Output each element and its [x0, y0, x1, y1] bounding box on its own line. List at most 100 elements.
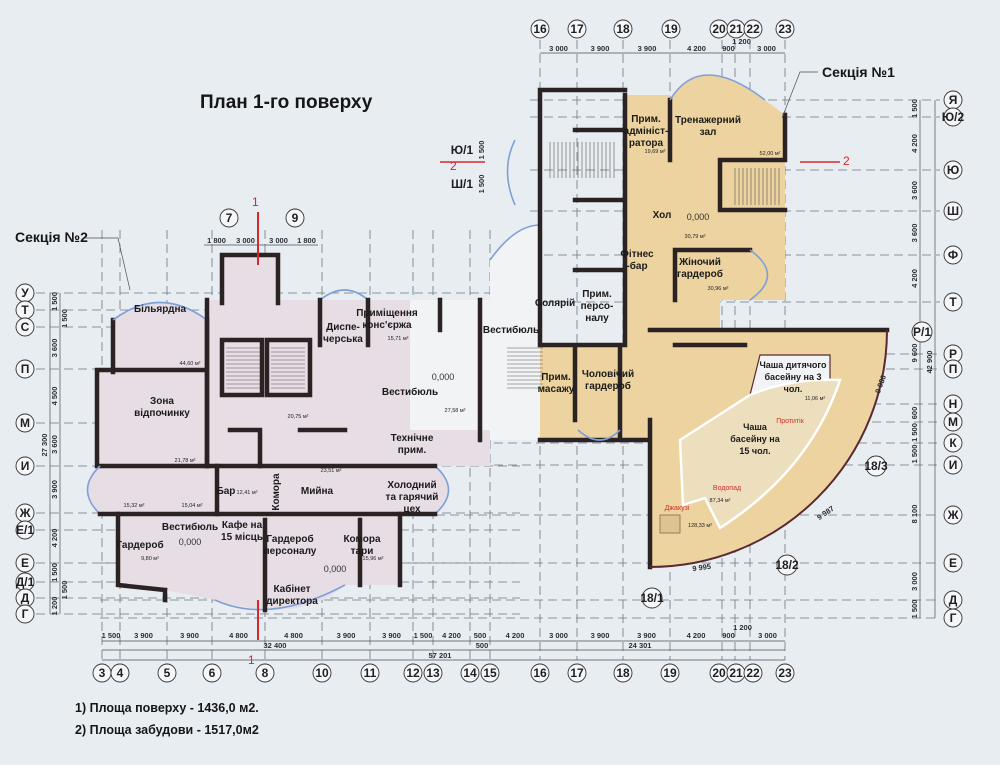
- dimension-value: 4 200: [506, 631, 525, 640]
- room-label: персоналу: [264, 546, 317, 557]
- room-label: Прим.: [541, 372, 571, 383]
- room-label: басейну на 3: [765, 372, 822, 382]
- axis-bubble: [911, 321, 933, 343]
- arc-dimension: 9 987: [815, 504, 836, 522]
- axis-bubble: [661, 19, 681, 39]
- dimension-value: 1 500: [50, 292, 59, 311]
- room-label: Більярдна: [134, 304, 187, 315]
- dimension-value: 1 500: [50, 563, 59, 582]
- floor-level: 0,000: [179, 537, 202, 547]
- axis-label-column: 10: [315, 666, 329, 680]
- plan-title: План 1-го поверху: [200, 92, 373, 113]
- dimension-value: 1 800: [207, 236, 226, 245]
- axis-bubble: [360, 663, 380, 683]
- axis-bubble: [15, 520, 35, 540]
- room-label: Приміщення: [356, 308, 418, 319]
- room-label: та гарячий: [386, 492, 439, 503]
- room-label: тари: [351, 546, 374, 557]
- axis-bubble: [157, 663, 177, 683]
- axis-label-misc: Р/1: [913, 325, 931, 339]
- axis-label-misc: 18/1: [640, 591, 664, 605]
- axis-bubble: [15, 317, 35, 337]
- dimension-value: 3 000: [910, 572, 919, 591]
- room-label: гардероб: [585, 380, 631, 392]
- axis-label-column: 19: [663, 666, 677, 680]
- dimension-value: 4 200: [442, 631, 461, 640]
- pool-annotation: Протитік: [776, 417, 805, 425]
- room-area: 15,96 м²: [363, 556, 384, 562]
- room-label: цех: [403, 504, 421, 515]
- dimension-value: 1 200: [50, 597, 59, 616]
- axis-label-row: Н: [949, 397, 958, 411]
- axis-bubble: [219, 208, 239, 228]
- axis-label-column: 21: [729, 22, 743, 36]
- axis-bubble: [15, 604, 35, 624]
- axis-label-column: 15: [483, 666, 497, 680]
- room-label: Хол: [653, 210, 672, 221]
- dimension-value: 4 200: [687, 44, 706, 53]
- room-label: басейну на: [730, 434, 780, 444]
- axis-bubble: [110, 663, 130, 683]
- axis-label-misc: Ю/1: [451, 143, 474, 157]
- room-label: Фітнес: [620, 249, 654, 260]
- axis-label-row: У: [21, 286, 29, 300]
- axis-label-column: 4: [117, 666, 124, 680]
- axis-label-misc: 18/3: [864, 459, 888, 473]
- room-area: 20,75 м²: [288, 414, 309, 420]
- dimension-value: 3 900: [591, 44, 610, 53]
- room-area: 15,04 м²: [182, 503, 203, 509]
- axis-label-row: П: [21, 362, 30, 376]
- room-area: 27,58 м²: [445, 408, 466, 414]
- dimension-value: 500: [476, 641, 489, 650]
- hall-fill: [540, 75, 785, 440]
- room-label: Холодний: [387, 480, 436, 491]
- dimension-value: 3 600: [50, 435, 59, 454]
- axis-label-row: Д/1: [16, 575, 35, 589]
- axis-label-row: К: [949, 436, 957, 450]
- room-area: 15,71 м²: [388, 336, 409, 342]
- room-area: 19,69 м²: [645, 149, 666, 155]
- dimension-value: 1 500: [60, 309, 69, 328]
- axis-bubble: [255, 663, 275, 683]
- room-label: прим.: [398, 445, 427, 456]
- womens-wardrobe-bay-fill: [720, 250, 768, 300]
- axis-label-row: И: [949, 458, 958, 472]
- axis-label-column: 3: [99, 666, 106, 680]
- axis-label-row: Ю/2: [942, 110, 965, 124]
- room-label: Солярій: [535, 298, 575, 309]
- room-area: 12,41 м²: [237, 490, 258, 496]
- dimension-value: 1 500: [910, 600, 919, 619]
- room-label: Чоловічий: [582, 369, 634, 380]
- dimension-value: 4 200: [910, 269, 919, 288]
- dimension-value: 3 900: [50, 480, 59, 499]
- middle-vestibule-fill: [490, 225, 540, 440]
- axis-label-column: 22: [746, 666, 760, 680]
- axis-label-column: 13: [426, 666, 440, 680]
- dimension-value: 24 301: [629, 641, 652, 650]
- axis-label-column: 23: [778, 22, 792, 36]
- stair-tower-fill: [222, 255, 278, 303]
- dimension-value: 3 900: [337, 631, 356, 640]
- axis-bubble: [660, 663, 680, 683]
- axis-label-column: 7: [226, 211, 233, 225]
- axis-label-row: Д: [949, 593, 958, 607]
- room-label: персо-: [581, 301, 614, 312]
- axis-label-row: Г: [22, 607, 29, 621]
- axis-label-row: М: [20, 416, 30, 430]
- axis-label-column: 11: [364, 666, 377, 680]
- room-area: 21,78 м²: [175, 458, 196, 464]
- cafe-band-fill: [87, 466, 449, 514]
- axis-label-column: 22: [746, 22, 760, 36]
- room-label: налу: [585, 313, 609, 324]
- room-label: 15 місць: [221, 532, 263, 543]
- room-label: адмініст-: [624, 126, 669, 137]
- axis-label-column: 5: [164, 666, 171, 680]
- axis-label-column: 23: [778, 666, 792, 680]
- room-label: Жіночий: [678, 257, 721, 268]
- axis-bubble: [743, 663, 763, 683]
- axis-bubble: [943, 160, 963, 180]
- axis-bubble: [460, 663, 480, 683]
- lower-wing-fill: [118, 514, 400, 610]
- axis-label-column: 8: [262, 666, 269, 680]
